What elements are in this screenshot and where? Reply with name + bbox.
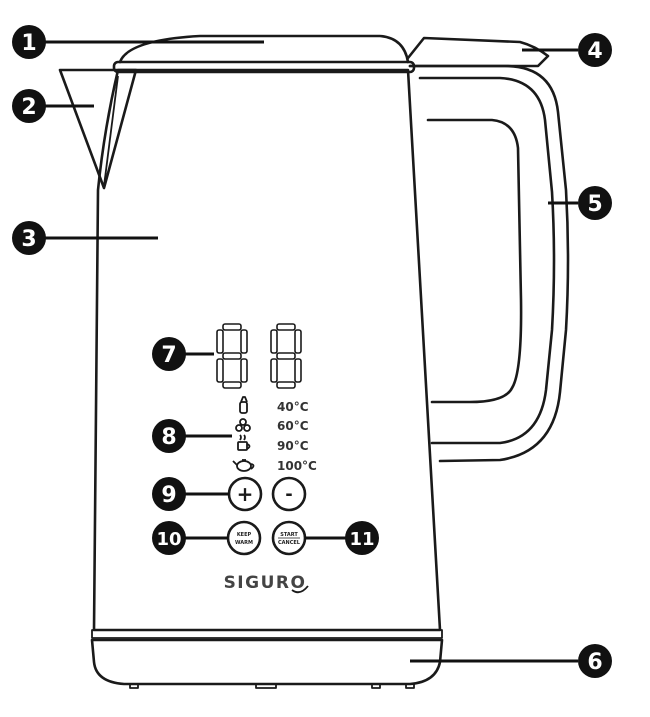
digit-2-segment-2: [276, 381, 296, 389]
keep-warm-label-1: KEEP: [237, 532, 252, 538]
callout-6-number: 6: [587, 650, 602, 675]
temp-label-60: 60°C: [277, 419, 309, 433]
temperature-icon-column: [232, 396, 255, 472]
digit-1-segment-0: [222, 323, 242, 331]
teapot-icon: [232, 459, 255, 472]
temp-label-100: 100°C: [277, 459, 317, 473]
digit-1-segment-5: [216, 358, 224, 383]
callout-5-number: 5: [587, 192, 602, 217]
callout-7: 7: [152, 337, 186, 371]
callout-3-number: 3: [21, 227, 36, 252]
temperature-labels: 40°C 60°C 90°C 100°C: [277, 400, 317, 473]
callout-4-number: 4: [587, 39, 602, 64]
brand-logo-text: SIGURO: [224, 573, 307, 593]
brand-swoosh: [291, 585, 309, 594]
callout-5: 5: [578, 186, 612, 220]
callout-1: 1: [12, 25, 46, 59]
callout-badges: 1 2 3 4 5 6 7 8: [12, 25, 612, 678]
baby-bottle-icon: [239, 396, 248, 414]
callout-9-number: 9: [161, 483, 176, 508]
callout-8-number: 8: [161, 425, 176, 450]
callout-2-number: 2: [21, 95, 36, 120]
temp-label-90: 90°C: [277, 439, 309, 453]
digit-1-segment-1: [222, 352, 242, 360]
callout-2: 2: [12, 89, 46, 123]
plus-label: +: [237, 482, 254, 506]
digit-display: [216, 323, 302, 389]
callout-11-number: 11: [349, 529, 374, 550]
callout-10-number: 10: [156, 529, 181, 550]
digit-1-segment-4: [240, 329, 248, 354]
digit-2-segment-1: [276, 352, 296, 360]
callout-3: 3: [12, 221, 46, 255]
digit-1-segment-3: [216, 329, 224, 354]
digit-2-segment-0: [276, 323, 296, 331]
leader-lines: [44, 40, 578, 663]
callout-8: 8: [152, 419, 186, 453]
keep-warm-button[interactable]: KEEP WARM: [226, 520, 262, 556]
callout-6: 6: [578, 644, 612, 678]
lid: [112, 34, 550, 74]
callout-7-number: 7: [161, 343, 176, 368]
digit-1-segment-6: [240, 358, 248, 383]
keep-warm-label-2: WARM: [235, 540, 253, 546]
callout-10: 10: [152, 521, 186, 555]
callout-4: 4: [578, 33, 612, 67]
digit-2-segment-6: [294, 358, 302, 383]
start-cancel-button[interactable]: START CANCEL: [271, 520, 307, 556]
temp-label-40: 40°C: [277, 400, 309, 414]
start-label: START: [280, 532, 298, 538]
minus-label: -: [285, 484, 292, 505]
spout: [58, 68, 138, 190]
flower-tea-icon: [235, 418, 251, 432]
minus-button[interactable]: -: [271, 476, 307, 512]
coffee-cup-icon: [237, 434, 251, 451]
callout-1-number: 1: [21, 31, 36, 56]
callout-9: 9: [152, 477, 186, 511]
plus-button[interactable]: +: [227, 476, 263, 512]
callout-11: 11: [345, 521, 379, 555]
cancel-label: CANCEL: [278, 540, 301, 546]
base: [90, 629, 444, 689]
digit-2-segment-4: [294, 329, 302, 354]
handle: [408, 64, 570, 463]
digit-1-segment-2: [222, 381, 242, 389]
kettle-body: [92, 68, 442, 632]
digit-2-segment-3: [270, 329, 278, 354]
digit-2-segment-5: [270, 358, 278, 383]
